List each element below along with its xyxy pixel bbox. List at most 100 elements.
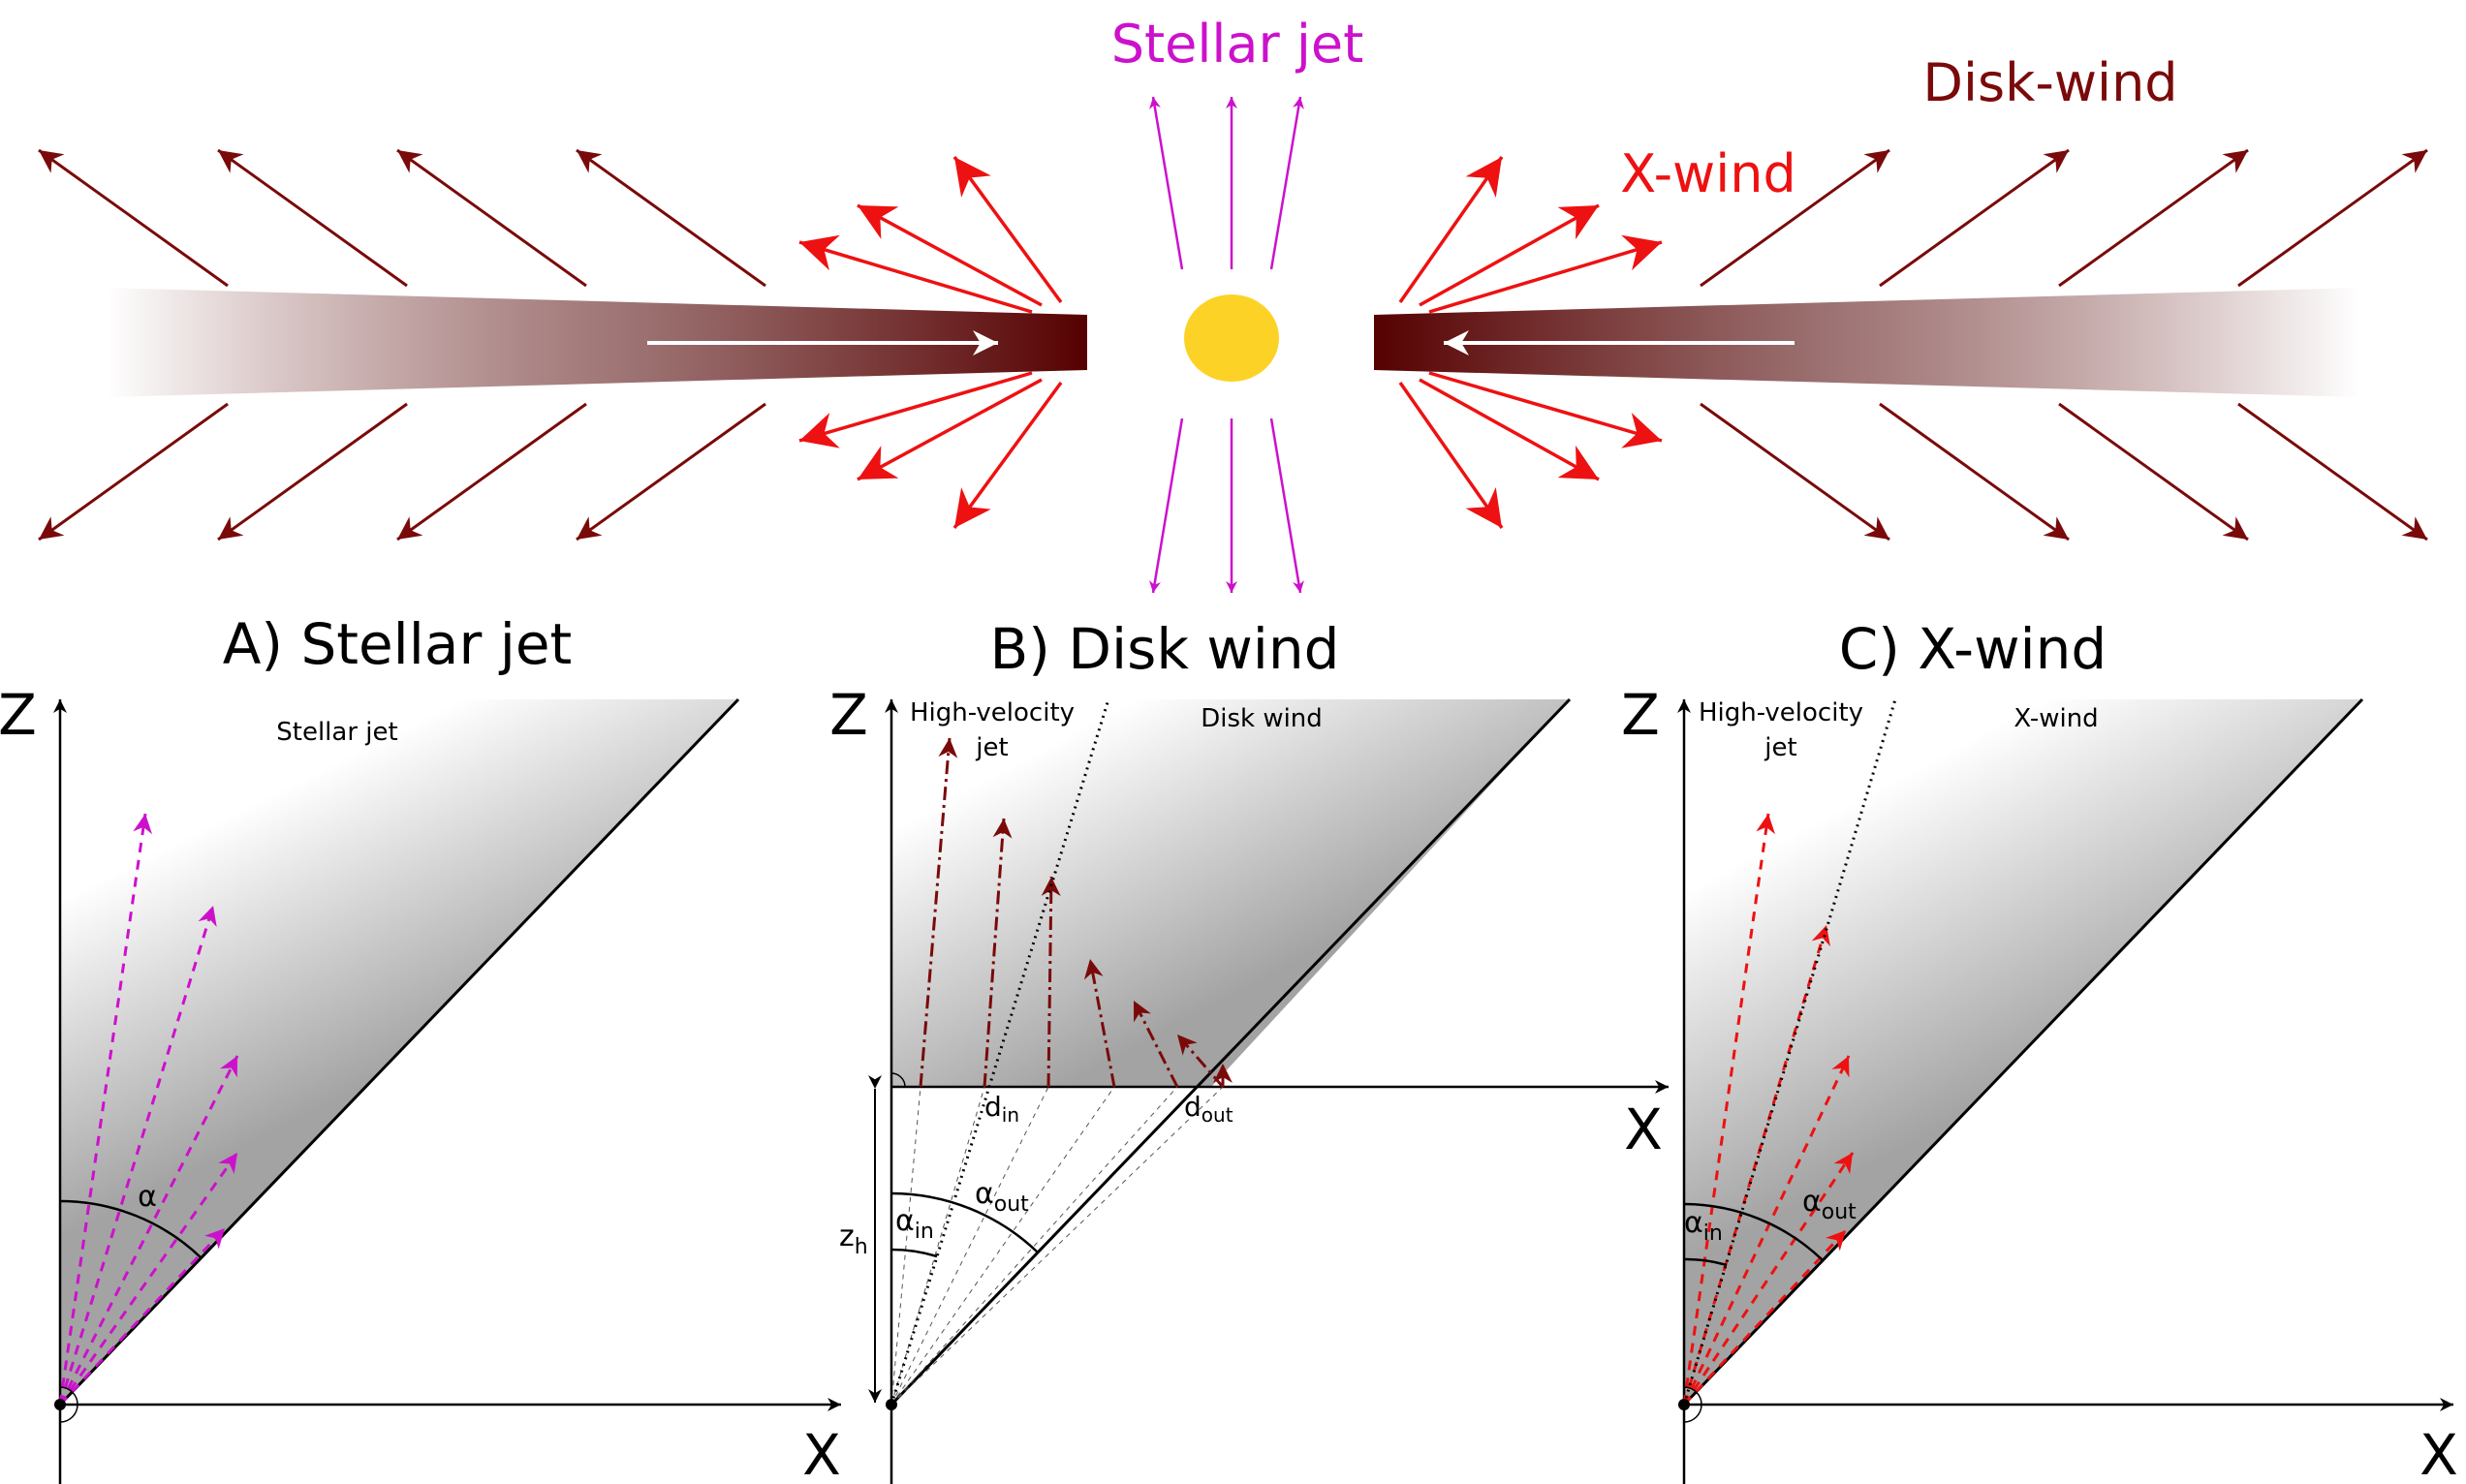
- top-schematic: Stellar jet Disk-wind X-wind: [38, 14, 2428, 594]
- panel-c-streamline: [1682, 1228, 1848, 1407]
- panel-b-projection: [890, 1086, 921, 1406]
- x-wind-arrow: [1398, 381, 1504, 530]
- disk-wind-arrows: [38, 148, 2428, 541]
- panel-c-x-label: X: [2419, 1422, 2458, 1484]
- panel-a-title: A) Stellar jet: [223, 611, 573, 677]
- disk-wind-arrow: [576, 402, 766, 541]
- disk-left: [107, 288, 1087, 397]
- x-wind-arrow: [857, 203, 1043, 307]
- stellar-jet-label: Stellar jet: [1111, 14, 1364, 75]
- panel-b-d-in: din: [984, 1091, 1019, 1127]
- panel-c-wind-streamlines: [1682, 813, 1855, 1407]
- panel-b-projection: [890, 1086, 1224, 1406]
- panel-b-z-label: Z: [829, 682, 868, 748]
- panel-c-dotted-boundary: [1682, 698, 1897, 1406]
- panel-c-alpha-in-arc: [1683, 1257, 1728, 1267]
- x-wind-arrow: [1419, 203, 1600, 307]
- x-wind-arrow: [952, 155, 1063, 304]
- panel-b-streamline: [1083, 958, 1116, 1088]
- panel-a-origin-arc: [59, 1386, 78, 1423]
- panel-c-streamline: [1682, 924, 1830, 1406]
- disk-wind-arrow: [2237, 148, 2428, 288]
- panel-b-disk-wind: B) Disk wind Z X Disk wind High-velocity…: [829, 616, 1669, 1484]
- panel-b-projection-lines: [890, 1086, 1224, 1406]
- panel-b-title: B) Disk wind: [990, 616, 1340, 682]
- panel-a-stellar-jet: A) Stellar jet Z X Stellar jet α: [0, 611, 841, 1484]
- disk-wind-arrow: [2237, 402, 2428, 541]
- panel-a-streamline: [58, 1226, 227, 1407]
- panel-c-title: C) X-wind: [1839, 616, 2107, 682]
- x-wind-arrow: [1428, 234, 1663, 314]
- panel-b-origin-arc: [890, 1072, 906, 1088]
- panel-b-jet-label-2: jet: [975, 733, 1008, 762]
- panel-b-z-h: zh: [839, 1220, 868, 1259]
- panel-b-projection: [890, 1086, 1049, 1406]
- disk-wind-arrow: [2058, 402, 2249, 541]
- x-wind-arrow: [1419, 378, 1600, 481]
- disk-wind-arrow: [38, 148, 229, 288]
- panel-b-origin: [886, 1399, 897, 1410]
- x-wind-arrow: [798, 371, 1033, 448]
- disk-wind-arrow: [396, 402, 587, 541]
- panel-c-cone-edge: [1682, 697, 2364, 1407]
- disk-wind-arrow: [38, 402, 229, 541]
- stellar-jet-arrow: [1149, 96, 1184, 270]
- disk-wind-arrow: [1700, 148, 1890, 288]
- disk-wind-arrow: [396, 148, 587, 288]
- x-wind-arrow: [952, 381, 1063, 530]
- panel-b-cone-edge: [890, 697, 1572, 1407]
- panel-b-d-out: dout: [1184, 1091, 1233, 1127]
- panel-a-cone-edge: [58, 697, 740, 1407]
- disk-wind-arrow: [1700, 402, 1890, 541]
- panel-c-origin-arc: [1683, 1386, 1702, 1423]
- panel-a-streamline: [58, 813, 153, 1406]
- disk-wind-label: Disk-wind: [1922, 52, 2177, 113]
- x-wind-arrow: [857, 378, 1043, 481]
- panel-c-alpha-in: αin: [1684, 1206, 1723, 1246]
- panel-c-streamline: [1682, 1055, 1851, 1406]
- panel-b-streamline: [1132, 1000, 1179, 1088]
- x-wind-label: X-wind: [1620, 143, 1795, 204]
- panel-b-projection: [890, 1086, 1178, 1406]
- panel-c-alpha-out-arc: [1683, 1202, 1825, 1262]
- panel-a-origin: [54, 1399, 66, 1410]
- stellar-jet-arrow: [1269, 96, 1304, 270]
- panel-a-streamline: [58, 1055, 239, 1406]
- panel-c-x-wind: C) X-wind Z X X-wind High-velocity jet α…: [1621, 616, 2458, 1484]
- panel-b-streamline: [1041, 876, 1061, 1088]
- panel-b-projection: [890, 1086, 1115, 1406]
- panel-b-alpha-in-arc: [890, 1248, 938, 1258]
- panel-b-dotted-boundary: [890, 698, 1110, 1406]
- disk-wind-arrow: [576, 148, 766, 288]
- panel-a-region-label: Stellar jet: [276, 718, 397, 747]
- star: [1184, 294, 1279, 382]
- panel-a-alpha-arc: [59, 1199, 202, 1258]
- disk-wind-arrow: [1879, 402, 2070, 541]
- panel-b-alpha-in: αin: [895, 1204, 934, 1244]
- panel-b-jet-label-1: High-velocity: [910, 698, 1075, 727]
- panel-c-origin: [1678, 1399, 1690, 1410]
- panel-c-streamline: [1682, 813, 1776, 1406]
- panel-b-streamline: [919, 737, 958, 1088]
- panel-c-jet-label-1: High-velocity: [1699, 698, 1863, 727]
- panel-c-jet-label-2: jet: [1764, 733, 1796, 762]
- stellar-jet-arrows: [1149, 96, 1304, 594]
- panel-b-alpha-out-arc: [890, 1191, 1038, 1252]
- panel-b-wind-streamlines: [919, 737, 1233, 1088]
- x-wind-arrow: [1428, 371, 1663, 448]
- disk-wind-arrow: [217, 148, 408, 288]
- panel-c-region-label: X-wind: [2013, 704, 2098, 733]
- panel-a-alpha-label: α: [138, 1180, 157, 1214]
- panel-b-region-label: Disk wind: [1201, 704, 1323, 733]
- disk-right: [1374, 288, 2359, 397]
- panel-c-z-label: Z: [1621, 682, 1660, 748]
- stellar-jet-arrow: [1149, 417, 1184, 594]
- x-wind-arrow: [798, 234, 1033, 314]
- panel-b-cone: [891, 699, 1570, 1087]
- panel-a-x-label: X: [802, 1422, 841, 1484]
- disk-wind-arrow: [217, 402, 408, 541]
- disk-wind-arrow: [2058, 148, 2249, 288]
- panel-b-projection: [890, 1086, 985, 1406]
- x-wind-arrows: [798, 155, 1663, 530]
- panel-a-jet-streamlines: [58, 813, 239, 1407]
